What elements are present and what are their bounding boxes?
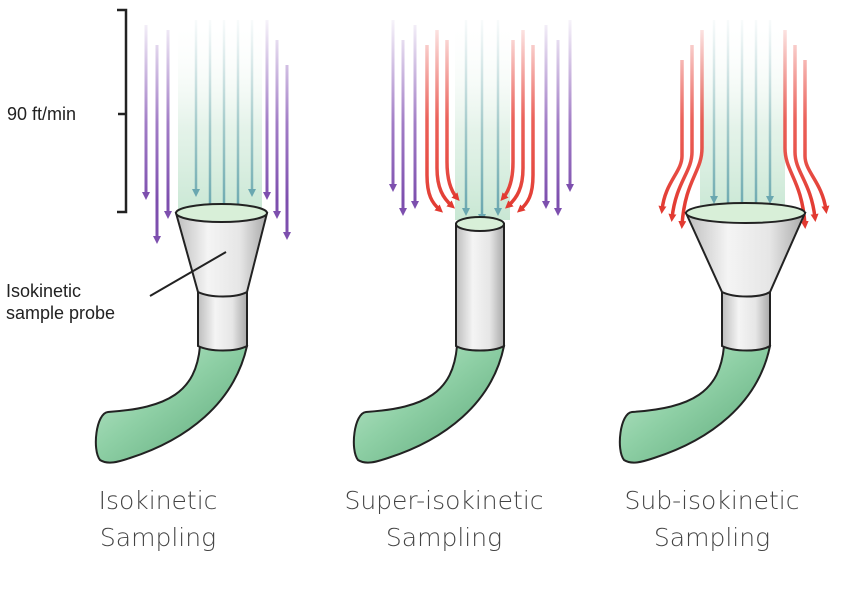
probe-mouth — [685, 202, 806, 224]
panel-caption-line2: Sampling — [100, 523, 216, 552]
sample-tube — [352, 345, 506, 464]
velocity-scale-label: 90 ft/min — [7, 104, 76, 124]
velocity-scale-bar: 90 ft/min — [7, 8, 128, 214]
probe-mouth — [455, 216, 505, 232]
probe-mouth — [175, 203, 268, 223]
panel-caption-line2: Sampling — [654, 523, 770, 552]
panel-sub-isokinetic: Sub-isokinetic Sampling — [618, 20, 830, 552]
panel-caption-line1: Isokinetic — [99, 486, 218, 515]
probe-neck — [197, 291, 248, 352]
panel-caption-line1: Super-isokinetic — [344, 486, 543, 515]
probe-callout: Isokinetic sample probe — [6, 251, 227, 323]
probe-nozzle — [684, 212, 807, 298]
flow-column-glow — [178, 20, 262, 215]
straight-flow-arrows — [389, 20, 574, 216]
callout-line2: sample probe — [6, 303, 115, 323]
inner-flow-arrows — [192, 20, 256, 220]
straight-flow-arrows — [142, 20, 291, 244]
panel-caption-line2: Sampling — [386, 523, 502, 552]
inner-flow-arrows — [710, 20, 774, 218]
sample-tube — [94, 345, 249, 464]
sample-tube — [618, 345, 772, 464]
panel-isokinetic: Isokinetic sample probe Isokinetic Sampl… — [6, 20, 291, 552]
converging-flow-arrows — [425, 30, 535, 213]
diverging-flow-arrows — [658, 30, 830, 229]
inner-flow-arrows — [462, 20, 502, 222]
panel-super-isokinetic: Super-isokinetic Sampling — [344, 20, 574, 552]
probe-body — [455, 223, 505, 352]
probe-neck — [721, 291, 771, 352]
callout-line1: Isokinetic — [6, 281, 81, 301]
panel-caption-line1: Sub-isokinetic — [624, 486, 799, 515]
